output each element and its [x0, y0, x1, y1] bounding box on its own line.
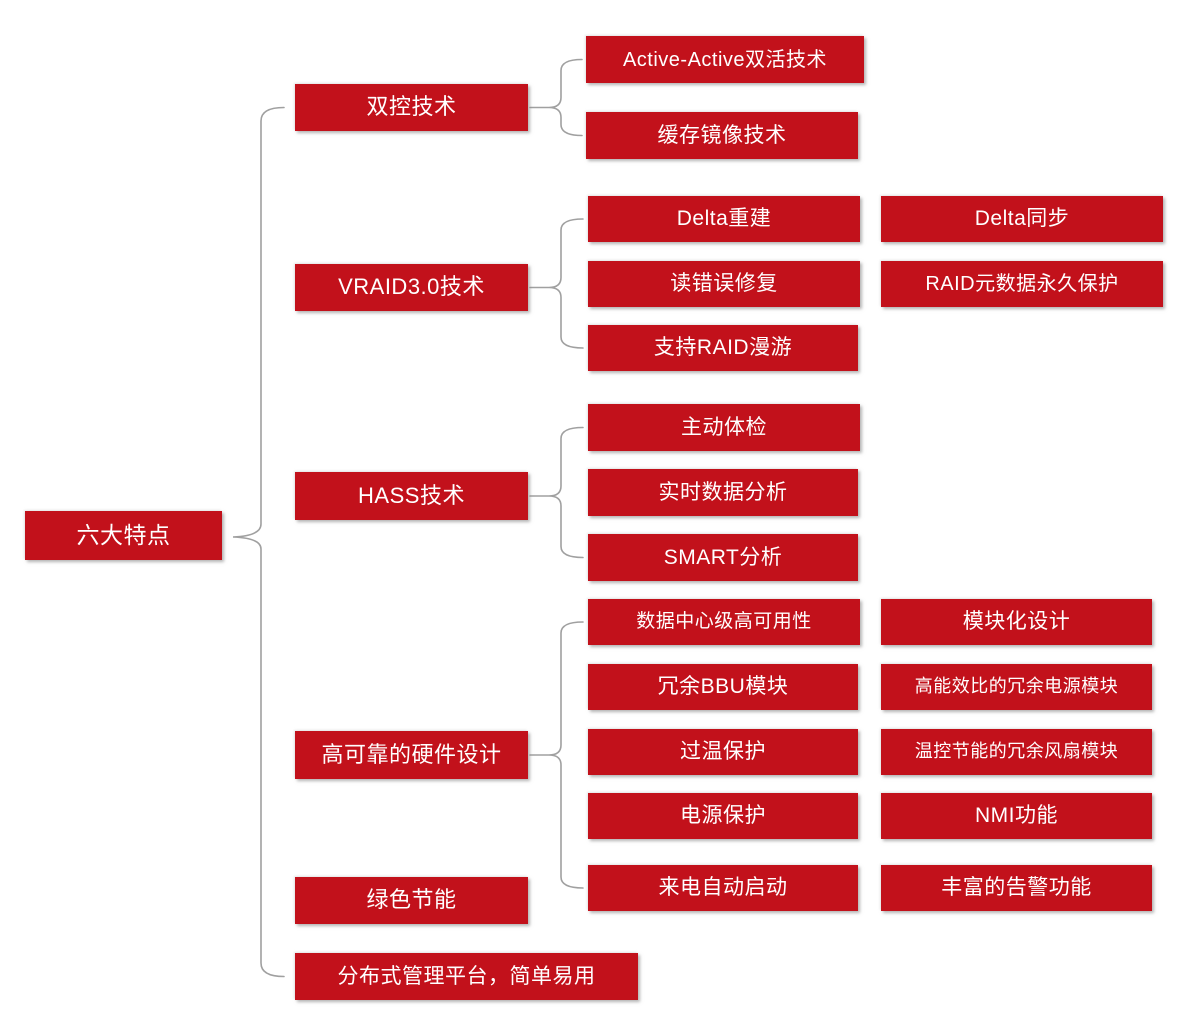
node-thermal-redundant-fan: 温控节能的冗余风扇模块 [881, 729, 1152, 775]
node-active-active: Active-Active双活技术 [586, 36, 864, 83]
node-read-error-repair: 读错误修复 [588, 261, 860, 307]
brace-hass [529, 426, 584, 559]
node-root: 六大特点 [25, 511, 222, 560]
node-raid-metadata-protection: RAID元数据永久保护 [881, 261, 1163, 307]
node-power-protection: 电源保护 [588, 793, 858, 839]
node-efficient-redundant-psu: 高能效比的冗余电源模块 [881, 664, 1152, 710]
node-hass-tech: HASS技术 [295, 472, 528, 520]
node-overtemp-protection: 过温保护 [588, 729, 858, 775]
node-smart-analysis: SMART分析 [588, 534, 858, 581]
node-auto-power-on: 来电自动启动 [588, 865, 858, 911]
node-datacenter-availability: 数据中心级高可用性 [588, 599, 860, 645]
node-proactive-checkup: 主动体检 [588, 404, 860, 451]
node-green-energy-saving: 绿色节能 [295, 877, 528, 924]
node-raid-roaming: 支持RAID漫游 [588, 325, 858, 371]
node-vraid3-tech: VRAID3.0技术 [295, 264, 528, 311]
node-redundant-bbu: 冗余BBU模块 [588, 664, 858, 710]
node-realtime-data-analysis: 实时数据分析 [588, 469, 858, 516]
node-reliable-hardware-design: 高可靠的硬件设计 [295, 731, 528, 779]
node-cache-mirror: 缓存镜像技术 [586, 112, 858, 159]
node-delta-sync: Delta同步 [881, 196, 1163, 242]
node-modular-design: 模块化设计 [881, 599, 1152, 645]
brace-hardware [529, 621, 584, 889]
node-rich-alarm: 丰富的告警功能 [881, 865, 1152, 911]
brace-dual-controller [529, 58, 583, 137]
node-nmi-function: NMI功能 [881, 793, 1152, 839]
node-distributed-management: 分布式管理平台，简单易用 [295, 953, 638, 1000]
node-dual-controller-tech: 双控技术 [295, 84, 528, 131]
node-delta-rebuild: Delta重建 [588, 196, 860, 242]
brace-vraid [529, 218, 584, 349]
brace-root [232, 106, 285, 978]
